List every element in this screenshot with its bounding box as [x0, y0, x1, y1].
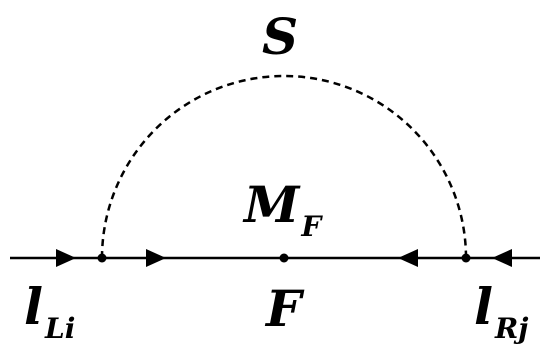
- mass-label-main: M: [244, 175, 300, 234]
- scalar-label: S: [262, 7, 299, 66]
- arrow-right-internal: [146, 249, 166, 267]
- scalar-propagator-arc: [100, 74, 468, 259]
- vertex-left: [97, 253, 107, 263]
- right-lepton-label: lRj: [474, 282, 528, 343]
- arrow-left-internal: [398, 249, 418, 267]
- mass-insertion-dot: [279, 253, 289, 263]
- right-lepton-subscript: Rj: [495, 312, 529, 345]
- right-lepton-main: l: [474, 277, 493, 336]
- left-lepton-subscript: Li: [45, 312, 76, 345]
- fermion-label: F: [266, 279, 302, 338]
- left-lepton-main: l: [24, 277, 43, 336]
- arrow-left-right-external: [492, 249, 512, 267]
- mass-label-subscript: F: [301, 210, 322, 243]
- mass-label: MF: [244, 180, 321, 241]
- arrow-right-left-external: [56, 249, 76, 267]
- left-lepton-label: lLi: [24, 282, 75, 343]
- vertex-right: [461, 253, 471, 263]
